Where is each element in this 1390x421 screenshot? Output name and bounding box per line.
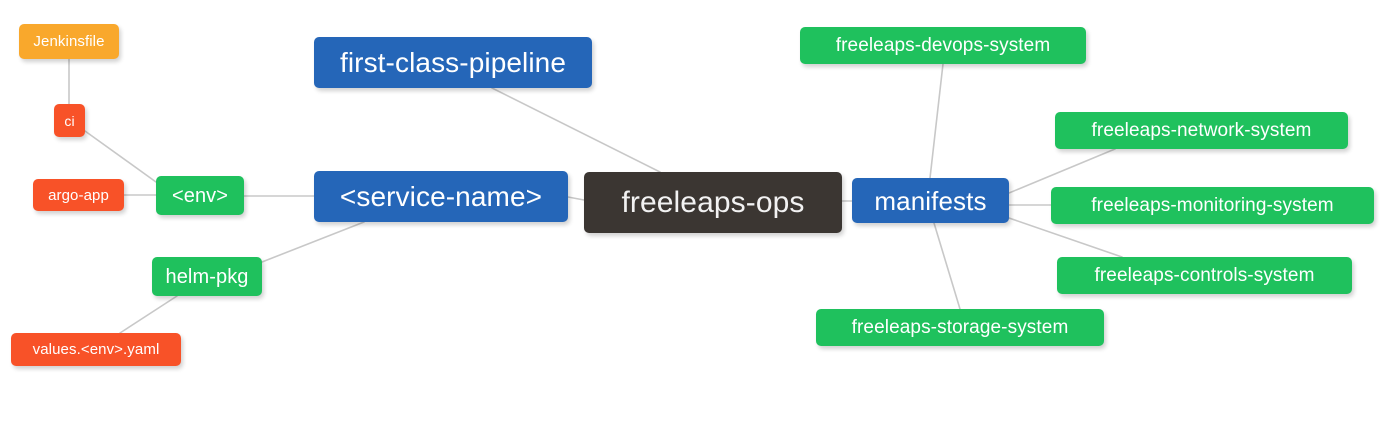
node-freeleaps-network-system[interactable]: freeleaps-network-system <box>1055 112 1348 149</box>
node-label-freeleaps-network-system: freeleaps-network-system <box>1091 120 1312 141</box>
edge-manifests-storage <box>933 222 961 310</box>
edge-ops-first-class-pipeline <box>491 87 661 173</box>
node-argo-app[interactable]: argo-app <box>33 179 124 211</box>
node-label-freeleaps-controls-system: freeleaps-controls-system <box>1094 265 1315 286</box>
node-manifests[interactable]: manifests <box>852 178 1009 223</box>
node-label-first-class-pipeline: first-class-pipeline <box>339 46 567 78</box>
edge-helm-pkg-values <box>119 295 178 334</box>
edge-ops-service-name <box>567 196 585 201</box>
node-env[interactable]: <env> <box>156 176 244 215</box>
node-label-freeleaps-storage-system: freeleaps-storage-system <box>851 317 1069 338</box>
node-label-argo-app: argo-app <box>48 186 109 204</box>
node-label-helm-pkg: helm-pkg <box>165 265 249 288</box>
node-jenkinsfile[interactable]: Jenkinsfile <box>19 24 119 59</box>
node-service-name[interactable]: <service-name> <box>314 171 568 222</box>
node-helm-pkg[interactable]: helm-pkg <box>152 257 262 296</box>
node-values-yaml[interactable]: values.<env>.yaml <box>11 333 181 366</box>
node-freeleaps-monitoring-system[interactable]: freeleaps-monitoring-system <box>1051 187 1374 224</box>
node-freeleaps-ops[interactable]: freeleaps-ops <box>584 172 842 233</box>
node-freeleaps-devops-system[interactable]: freeleaps-devops-system <box>800 27 1086 64</box>
edge-manifests-devops <box>929 63 944 179</box>
node-label-manifests: manifests <box>874 185 987 216</box>
node-label-values-yaml: values.<env>.yaml <box>32 341 160 358</box>
node-ci[interactable]: ci <box>54 104 85 137</box>
node-first-class-pipeline[interactable]: first-class-pipeline <box>314 37 592 88</box>
edge-env-ci <box>84 130 157 183</box>
node-label-jenkinsfile: Jenkinsfile <box>33 33 105 50</box>
node-label-freeleaps-monitoring-system: freeleaps-monitoring-system <box>1091 195 1334 216</box>
node-freeleaps-controls-system[interactable]: freeleaps-controls-system <box>1057 257 1352 294</box>
node-label-service-name: <service-name> <box>339 180 543 212</box>
node-label-freeleaps-ops: freeleaps-ops <box>621 185 805 219</box>
edge-service-name-helm-pkg <box>261 221 365 263</box>
node-label-env: <env> <box>171 184 229 207</box>
node-freeleaps-storage-system[interactable]: freeleaps-storage-system <box>816 309 1104 346</box>
node-label-freeleaps-devops-system: freeleaps-devops-system <box>835 35 1051 56</box>
node-label-ci: ci <box>64 112 75 129</box>
